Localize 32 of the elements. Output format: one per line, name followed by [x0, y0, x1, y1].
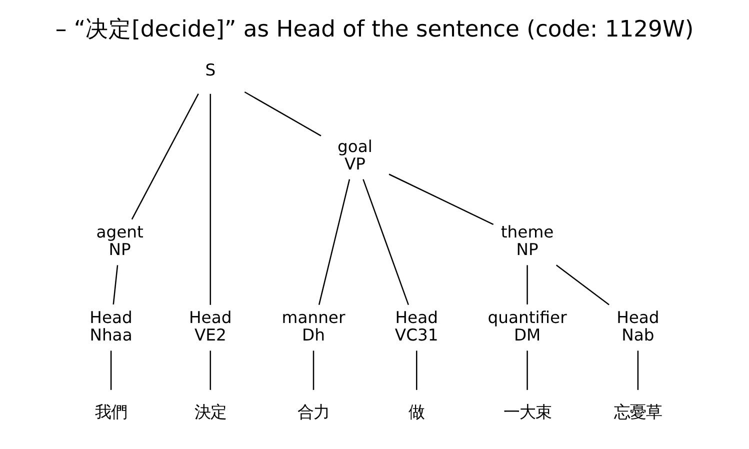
node-text: agent NP [96, 222, 144, 260]
node-text: 一大束 [503, 402, 552, 422]
connector [131, 94, 199, 220]
connector [637, 350, 639, 390]
connector [318, 179, 350, 305]
node-text: manner Dh [282, 308, 346, 345]
node-text: 我們 [95, 402, 128, 422]
connector [526, 350, 528, 390]
connector [312, 350, 314, 390]
node-text: 忘憂草 [614, 402, 662, 422]
connector [388, 174, 494, 226]
connector [244, 91, 322, 136]
node-text: 合力 [298, 402, 330, 422]
connector [210, 94, 212, 305]
node-text: Head VC31 [394, 308, 438, 345]
connector [112, 265, 118, 304]
node-text: theme NP [500, 222, 554, 260]
connector [110, 350, 112, 390]
connector [416, 350, 418, 390]
node-text: Head Nhaa [90, 308, 132, 345]
node-text: S [205, 60, 216, 80]
node-text: quantifier DM [488, 308, 567, 345]
connector [556, 264, 610, 306]
node-text: 做 [408, 402, 425, 422]
connector [526, 265, 528, 304]
diagram-title: – “决定[decide]” as Head of the sentence (code: 1129W) [55, 16, 694, 42]
connector [362, 179, 409, 306]
node-text: Head Nab [616, 308, 660, 345]
connector [210, 350, 212, 390]
node-text: Head VE2 [189, 308, 232, 345]
node-text: 決定 [194, 402, 226, 422]
node-text: goal VP [338, 137, 372, 174]
